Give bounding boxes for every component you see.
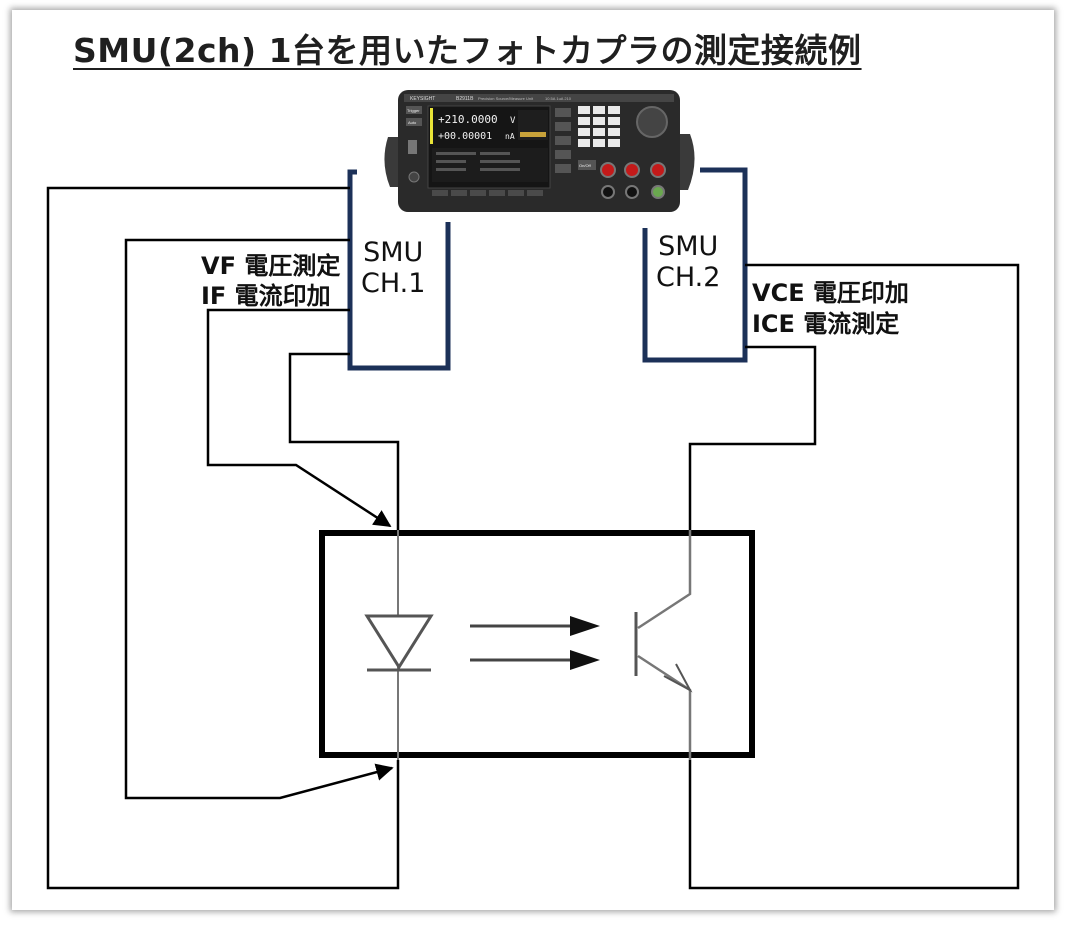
wire-ch1-high-sense xyxy=(206,308,392,528)
wire-ch2-high xyxy=(688,345,817,530)
transistor-collector xyxy=(637,530,692,630)
svg-text:On/Off: On/Off xyxy=(579,163,592,168)
smu-ch1-label: SMU CH.1 xyxy=(361,237,426,299)
svg-text:Auto: Auto xyxy=(408,120,417,125)
secondary-reading: +00.00001 xyxy=(438,131,492,142)
output-terminals xyxy=(600,162,666,199)
keypad[interactable] xyxy=(578,106,620,147)
smu-ch2-bracket xyxy=(642,167,748,363)
smu-instrument: KEYSIGHT B2911B Precision Source/Measure… xyxy=(384,90,695,212)
primary-reading: +210.0000 xyxy=(438,113,498,126)
secondary-unit: nA xyxy=(505,132,515,141)
spec-label: 10.5A 1uA 210 xyxy=(545,96,572,101)
ice-current-measure-label: ICE 電流測定 xyxy=(752,310,900,338)
usb-port xyxy=(408,140,417,154)
smu-ch1-bracket xyxy=(347,169,451,371)
smu-ch2-label: SMU CH.2 xyxy=(656,231,721,293)
svg-text:Trigger: Trigger xyxy=(407,108,420,113)
wire-ch1-low-force xyxy=(46,186,400,890)
transistor-emitter xyxy=(637,654,692,760)
vf-voltage-measure-label: VF 電圧測定 xyxy=(201,252,341,280)
vce-voltage-apply-label: VCE 電圧印加 xyxy=(752,279,909,307)
output-key[interactable] xyxy=(578,160,596,170)
diagram-title: SMU(2ch) 1台を用いたフォトカプラの測定接続例 xyxy=(73,31,862,70)
trigger-key[interactable] xyxy=(406,106,422,114)
if-current-apply-label: IF 電流印加 xyxy=(201,282,331,310)
wire-ch2-low xyxy=(688,263,1020,890)
power-button[interactable] xyxy=(408,171,420,183)
description-label: Precision Source/Measure Unit xyxy=(478,96,534,101)
brand-label: KEYSIGHT xyxy=(410,96,435,102)
rotary-knob[interactable] xyxy=(636,106,668,138)
emitter-arrow xyxy=(663,663,693,693)
primary-unit: V xyxy=(510,116,516,126)
wire-ch1-low-sense xyxy=(124,238,394,800)
softkeys[interactable] xyxy=(432,190,543,196)
auto-key[interactable] xyxy=(406,118,422,126)
optocoupler-package xyxy=(319,530,755,758)
model-label: B2911B xyxy=(456,96,474,102)
led-symbol xyxy=(364,614,434,670)
wire-ch1-high-force xyxy=(288,352,400,530)
